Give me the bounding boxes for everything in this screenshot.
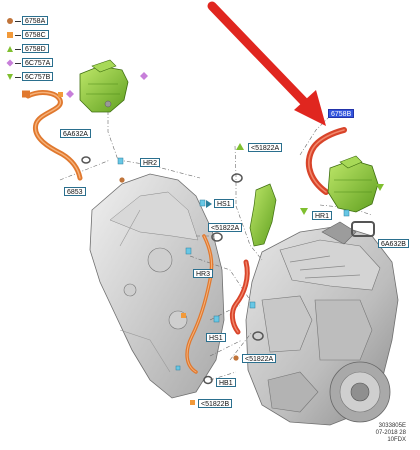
legend-label: 6C757B <box>22 72 54 81</box>
callout-hs1-mid[interactable]: HS1 <box>214 199 234 208</box>
gasket-right <box>351 221 375 237</box>
pointer-arrow-icon <box>207 1 326 126</box>
callout-6a632b[interactable]: 6A632B <box>378 239 409 248</box>
triangle-down-icon <box>7 74 13 80</box>
triangle-up-icon <box>7 46 13 52</box>
drawing-code-line-1: 3033805E <box>378 423 406 429</box>
drawing-code-line-3: 10FDX <box>387 437 406 443</box>
coolant-reservoir-right <box>327 155 379 213</box>
square-icon <box>7 32 13 38</box>
small-fittings <box>117 157 350 371</box>
legend-label: 6758D <box>22 44 49 53</box>
callout-51822b[interactable]: <51822B <box>198 399 233 408</box>
engine-block <box>245 221 399 426</box>
callout-51822a-top[interactable]: <51822A <box>248 143 283 152</box>
callout-6853[interactable]: 6853 <box>64 187 86 196</box>
hose-red-lower <box>229 259 250 335</box>
dot-icon <box>7 18 13 24</box>
markers <box>58 72 384 405</box>
callout-51822a-low[interactable]: <51822A <box>242 354 277 363</box>
legend-label: 6758C <box>22 30 49 39</box>
coolant-reservoir-left <box>79 59 129 113</box>
bracket-green <box>249 183 277 247</box>
callout-51822a-mid[interactable]: <51822A <box>208 223 243 232</box>
drawing-code: 3033805E 07-2018 28 10FDX <box>376 423 406 444</box>
callout-hs1-low[interactable]: HS1 <box>206 333 226 342</box>
clamps <box>81 156 264 385</box>
callout-hr1[interactable]: HR1 <box>312 211 333 220</box>
callout-6758b[interactable]: 6758B <box>328 109 355 118</box>
timing-cover <box>89 173 225 399</box>
legend-label: 6C757A <box>22 58 54 67</box>
callout-hr3[interactable]: HR3 <box>193 269 214 278</box>
callout-hr2[interactable]: HR2 <box>140 158 161 167</box>
diamond-icon <box>6 59 14 67</box>
callout-6a632a[interactable]: 6A632A <box>60 129 91 138</box>
legend-label: 6758A <box>22 16 49 25</box>
drawing-code-line-2: 07-2018 28 <box>375 430 406 436</box>
callout-hb1[interactable]: HB1 <box>216 378 236 387</box>
